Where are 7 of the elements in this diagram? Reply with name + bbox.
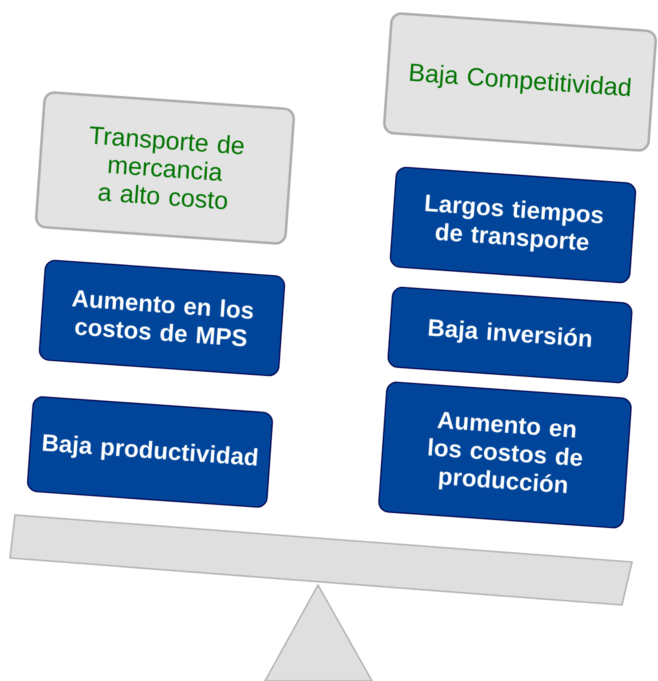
heading-box: Baja Competitividad bbox=[383, 12, 657, 152]
cause-box: Aumento en los costos de MPS bbox=[38, 260, 286, 376]
cause-box: Baja productividad bbox=[27, 396, 273, 508]
cause-box: Aumento en los costos de producción bbox=[378, 382, 632, 528]
heading-box: Transporte de mercancia a alto costo bbox=[35, 91, 295, 245]
cause-box: Largos tiempos de transporte bbox=[390, 166, 636, 284]
cause-box: Baja inversión bbox=[388, 286, 632, 384]
